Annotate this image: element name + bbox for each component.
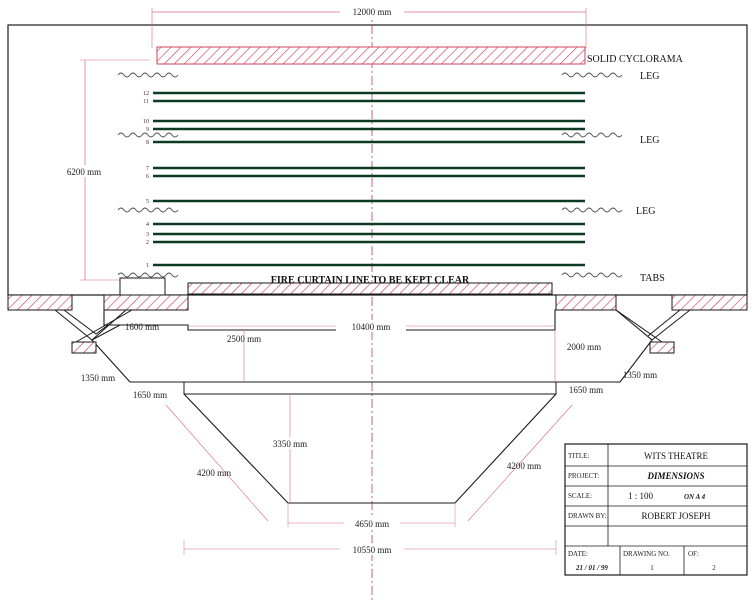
label-leg-2: LEG — [640, 135, 659, 146]
leg-curtain-left — [117, 207, 179, 213]
tb-drawn-value: ROBERT JOSEPH — [641, 511, 711, 521]
pit-rim — [183, 382, 557, 395]
fire-curtain-line — [187, 282, 553, 295]
tb-drawing-no-value: 1 — [650, 564, 654, 572]
dim-right-lower: 1650 mm — [569, 385, 603, 395]
tb-scale-key: SCALE: — [568, 492, 592, 500]
batten-number: 3 — [146, 232, 149, 238]
apron-outline — [91, 309, 653, 383]
tb-date-key: DATE: — [568, 550, 588, 558]
leg-curtain-left — [117, 72, 179, 78]
tb-project-value: DIMENSIONS — [646, 471, 704, 481]
batten-number: 12 — [143, 91, 149, 97]
label-tabs: TABS — [640, 273, 665, 284]
orchestra-pit — [183, 393, 557, 504]
tb-scale-value: 1 : 100 — [628, 491, 654, 501]
title-block: TITLE: WITS THEATRE PROJECT: DIMENSIONS … — [564, 443, 748, 576]
leg-curtain-right — [561, 72, 623, 78]
dim-pit-top-width: 10550 mm — [353, 545, 392, 555]
batten-numbers: 12 11 10 9 8 7 6 5 4 3 2 1 — [143, 91, 149, 269]
label-leg-3: LEG — [636, 206, 655, 217]
tabs-curtain-right — [561, 272, 623, 278]
dim-pit-depth: 3350 mm — [273, 439, 307, 449]
tb-scale-note: ON A 4 — [684, 493, 706, 501]
tb-title-value: WITS THEATRE — [644, 451, 709, 461]
tb-drawing-no-key: DRAWING NO. — [623, 550, 670, 558]
batten-number: 10 — [143, 119, 149, 125]
tb-of-value: 2 — [712, 564, 716, 572]
batten-number: 2 — [146, 240, 149, 246]
dim-stage-depth: 6200 mm — [67, 167, 101, 177]
label-cyclorama: SOLID CYCLORAMA — [587, 54, 684, 65]
dim-right-step: 1350 mm — [623, 370, 657, 380]
batten-number: 8 — [146, 140, 149, 146]
wall-right-inner — [555, 294, 617, 311]
wall-left-outer — [7, 294, 73, 311]
batten-number: 5 — [146, 199, 149, 205]
tb-of-key: OF: — [688, 550, 699, 558]
label-leg-1: LEG — [640, 71, 659, 82]
dim-apron-depth: 2500 mm — [227, 334, 261, 344]
stairs-left — [54, 309, 133, 354]
batten-number: 11 — [143, 99, 149, 105]
stairs-right — [615, 309, 691, 354]
batten-number: 4 — [146, 222, 149, 228]
dim-right-depth: 2000 mm — [567, 342, 601, 352]
dim-left-lower: 1650 mm — [133, 390, 167, 400]
tb-project-key: PROJECT: — [568, 472, 599, 480]
leg-curtain-right — [561, 132, 623, 138]
dim-left-wing: 1600 mm — [125, 322, 159, 332]
tb-drawn-key: DRAWN BY: — [568, 512, 607, 520]
batten-number: 6 — [146, 174, 149, 180]
leg-curtain-left — [117, 132, 179, 138]
wall-right-outer — [671, 294, 748, 311]
batten-number: 7 — [146, 166, 149, 172]
dim-left-step: 1350 mm — [81, 373, 115, 383]
dim-apron-width: 10400 mm — [352, 322, 391, 332]
prompt-box — [119, 277, 166, 297]
dim-pit-left-side: 4200 mm — [197, 468, 231, 478]
batten-number: 9 — [146, 127, 149, 133]
dim-pit-right-side: 4200 mm — [507, 461, 541, 471]
dim-pit-bottom: 4650 mm — [355, 519, 389, 529]
tb-date-value: 21 / 01 / 99 — [575, 564, 608, 572]
stage-outline — [7, 24, 748, 296]
solid-cyclorama — [156, 46, 586, 65]
wall-left-inner — [103, 294, 189, 311]
fly-battens — [153, 91, 585, 267]
label-fire-curtain: FIRE CURTAIN LINE TO BE KEPT CLEAR — [271, 275, 470, 286]
batten-number: 1 — [146, 263, 149, 269]
tabs-curtain-left — [117, 272, 179, 278]
leg-curtain-right — [561, 207, 623, 213]
tb-title-key: TITLE: — [568, 452, 589, 460]
dim-top-width: 12000 mm — [353, 7, 392, 17]
